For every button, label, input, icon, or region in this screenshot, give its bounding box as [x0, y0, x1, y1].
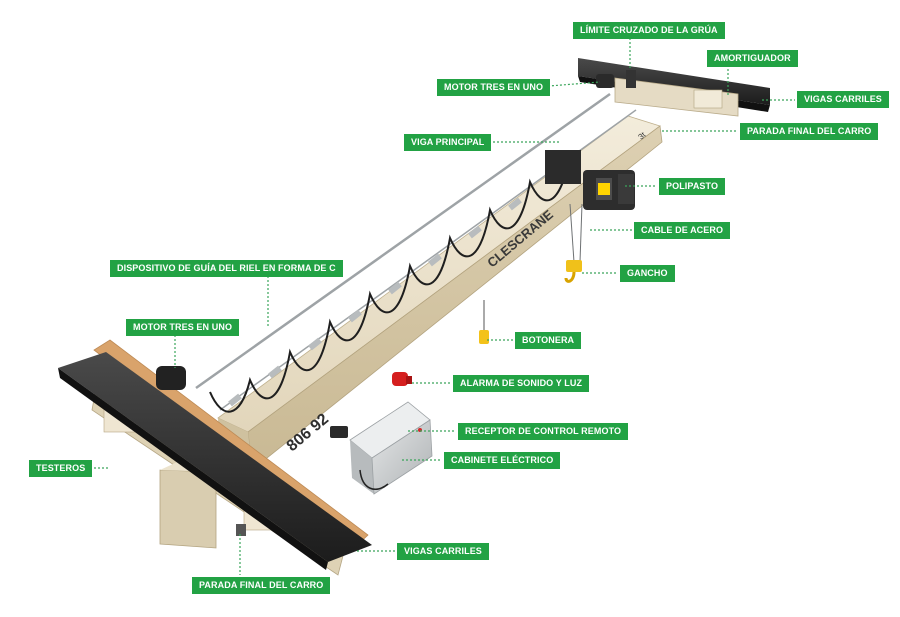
label-alarma: ALARMA DE SONIDO Y LUZ [453, 375, 590, 392]
label-limite-cruzado: LÍMITE CRUZADO DE LA GRÚA [573, 22, 725, 39]
trolley-end-stop-near [236, 524, 246, 536]
label-gancho: GANCHO [620, 265, 675, 282]
steel-cable [569, 203, 583, 263]
label-cable-de-acero: CABLE DE ACERO [634, 222, 731, 239]
three-in-one-motor-near [156, 366, 186, 390]
label-vigas-carriles-bottom: VIGAS CARRILES [397, 543, 489, 560]
label-viga-principal: VIGA PRINCIPAL [404, 134, 492, 151]
three-in-one-motor-far [596, 70, 636, 88]
label-testeros: TESTEROS [29, 460, 93, 477]
label-cabinete: CABINETE ELÉCTRICO [444, 452, 561, 469]
runway-beam-near [58, 352, 372, 570]
label-vigas-carriles-top: VIGAS CARRILES [797, 91, 889, 108]
hook [564, 260, 582, 283]
label-motor-tres-en-uno-left: MOTOR TRES EN UNO [126, 319, 240, 336]
label-dispositivo-guia: DISPOSITIVO DE GUÍA DEL RIEL EN FORMA DE… [110, 260, 343, 277]
end-truck-far [614, 77, 739, 117]
main-girder [217, 115, 663, 471]
label-botonera: BOTONERA [515, 332, 582, 349]
pendant-control [479, 300, 489, 344]
label-polipasto: POLIPASTO [659, 178, 726, 195]
remote-receiver [330, 426, 348, 438]
label-receptor: RECEPTOR DE CONTROL REMOTO [458, 423, 629, 440]
sound-light-alarm [392, 372, 412, 386]
label-amortiguador: AMORTIGUADOR [707, 50, 798, 67]
label-motor-tres-en-uno-top: MOTOR TRES EN UNO [437, 79, 551, 96]
electrical-cabinet [349, 401, 433, 495]
hoist [545, 150, 635, 210]
girder-capacity: 3t [637, 130, 648, 142]
label-parada-final-bottom: PARADA FINAL DEL CARRO [192, 577, 331, 594]
label-parada-final-top: PARADA FINAL DEL CARRO [740, 123, 879, 140]
